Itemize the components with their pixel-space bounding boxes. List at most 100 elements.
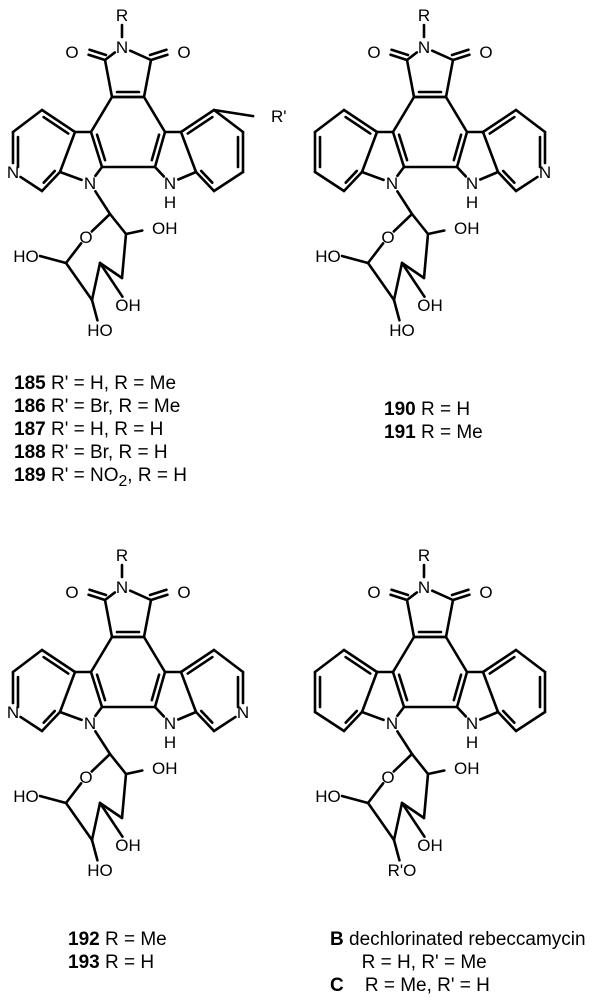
bond bbox=[360, 170, 385, 182]
substituent-label: R' bbox=[271, 107, 287, 126]
caption-text: dechlorinated rebeccamycin bbox=[343, 929, 586, 950]
bond bbox=[58, 710, 83, 722]
bond bbox=[342, 648, 379, 674]
bond bbox=[90, 298, 99, 322]
double-bond bbox=[42, 169, 57, 184]
bond bbox=[405, 591, 419, 602]
caption-line: R = H, R' = Me bbox=[330, 951, 586, 974]
caption-line: 188 R' = Br, R = H bbox=[14, 441, 187, 464]
bond bbox=[58, 170, 83, 182]
bond bbox=[400, 261, 426, 298]
bond bbox=[360, 130, 379, 174]
double-bond bbox=[42, 709, 57, 724]
bond bbox=[40, 648, 77, 674]
carbonyl-double bbox=[450, 588, 470, 597]
double-bond bbox=[501, 709, 516, 724]
bond bbox=[120, 772, 128, 820]
bond bbox=[392, 298, 401, 322]
bond bbox=[366, 242, 385, 265]
ch2oh-label: HO bbox=[13, 787, 39, 806]
indole-n-label: N bbox=[386, 714, 398, 733]
central-ring-bond bbox=[142, 635, 167, 674]
caption-line: 186 R' = Br, R = Me bbox=[14, 395, 187, 418]
carbonyl-bond bbox=[451, 53, 471, 62]
nh-h-label: H bbox=[466, 733, 478, 752]
bond bbox=[120, 232, 128, 280]
central-ring-bond bbox=[455, 130, 469, 169]
imide-r-label: R bbox=[116, 546, 128, 565]
bond bbox=[481, 648, 518, 674]
bond bbox=[128, 49, 153, 62]
bond bbox=[179, 130, 198, 174]
bond bbox=[94, 165, 104, 178]
bond bbox=[90, 212, 112, 233]
bond bbox=[103, 51, 117, 62]
bond bbox=[153, 705, 166, 718]
caption-text: R' = H, R = Me bbox=[45, 373, 177, 394]
caption-text: R' = H, R = H bbox=[45, 419, 164, 440]
nh-n-label: N bbox=[466, 714, 478, 733]
bond bbox=[90, 838, 99, 862]
carbonyl-bond bbox=[389, 53, 409, 62]
bond bbox=[342, 108, 379, 134]
carbonyl-double bbox=[148, 48, 168, 57]
central-ring-bond bbox=[89, 130, 104, 169]
hydroxyl-label: OH bbox=[454, 219, 480, 238]
bond bbox=[340, 254, 370, 265]
carbonyl-double bbox=[390, 588, 410, 597]
compound-caption-s4: B dechlorinated rebeccamycin R = H, R' =… bbox=[330, 928, 586, 997]
bond bbox=[142, 58, 153, 99]
carbonyl-bond bbox=[149, 593, 169, 602]
bond bbox=[11, 648, 44, 674]
indole-n-label: N bbox=[386, 174, 398, 193]
nh-h-label: H bbox=[164, 733, 176, 752]
bond bbox=[19, 715, 44, 733]
central-ring-bond bbox=[444, 635, 469, 674]
bond bbox=[455, 705, 468, 718]
ring-oxygen-label: O bbox=[381, 768, 394, 787]
nh-n-label: N bbox=[466, 174, 478, 193]
bond bbox=[360, 670, 379, 714]
caption-line: C R = Me, R' = H bbox=[330, 974, 586, 997]
central-ring-bond bbox=[153, 130, 167, 169]
double-bond bbox=[452, 673, 463, 702]
pyridine-n-right-label: N bbox=[237, 703, 249, 722]
double-bond bbox=[199, 709, 214, 724]
glycosidic-bond bbox=[94, 730, 112, 756]
compound-number: C bbox=[330, 975, 344, 996]
ring-oxygen-label: O bbox=[79, 768, 92, 787]
double-bond bbox=[501, 169, 516, 184]
hydroxyl-label: HO bbox=[87, 861, 113, 880]
bond bbox=[405, 598, 416, 639]
double-bond bbox=[186, 655, 214, 675]
bond bbox=[405, 51, 419, 62]
bond bbox=[212, 715, 237, 733]
bond bbox=[422, 232, 430, 280]
bond bbox=[430, 49, 455, 62]
caption-line: 193 R = H bbox=[68, 951, 167, 974]
caption-subscript: 2 bbox=[118, 472, 128, 490]
nh-n-label: N bbox=[164, 174, 176, 193]
caption-line: 191 R = Me bbox=[384, 421, 483, 444]
compound-number: 193 bbox=[68, 952, 100, 973]
bond bbox=[481, 108, 518, 134]
double-bond bbox=[95, 673, 107, 702]
bond bbox=[514, 175, 539, 193]
compound-number: 188 bbox=[14, 442, 46, 463]
bond bbox=[496, 170, 518, 193]
bond bbox=[124, 229, 144, 236]
imide-r-label: R bbox=[418, 546, 430, 565]
bond bbox=[40, 710, 62, 733]
bond bbox=[58, 670, 77, 714]
hydroxyl-label: OH bbox=[152, 759, 178, 778]
compound-number: 187 bbox=[14, 419, 46, 440]
central-ring-bond bbox=[153, 670, 167, 709]
bond bbox=[366, 782, 385, 805]
bond bbox=[142, 598, 153, 639]
caption-line: B dechlorinated rebeccamycin bbox=[330, 928, 586, 951]
bond bbox=[98, 261, 124, 280]
bond bbox=[400, 261, 426, 280]
caption-text: R = H bbox=[415, 399, 471, 420]
